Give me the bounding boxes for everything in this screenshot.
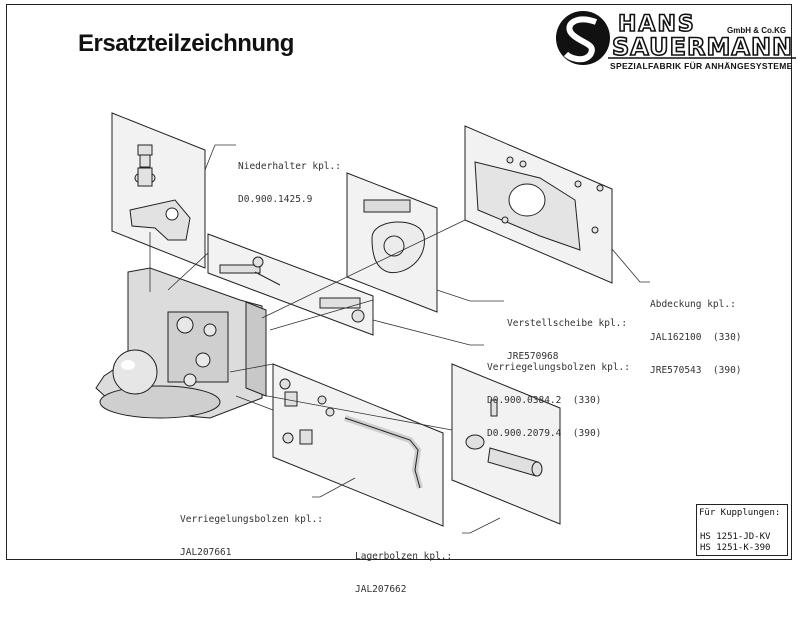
- brand-logo-mark: [556, 11, 796, 65]
- drawing-sheet: Ersatzteilzeichnung HANS GmbH & Co.KG SA…: [6, 4, 796, 595]
- label-verriegelungsbolzen-1-name: Verriegelungsbolzen kpl.:: [487, 362, 630, 373]
- coupling-model-1: HS 1251-JD-KV: [700, 532, 771, 542]
- panel-niederhalter: [111, 112, 206, 269]
- label-lagerbolzen-name: Lagerbolzen kpl.:: [355, 551, 453, 562]
- label-niederhalter-name: Niederhalter kpl.:: [238, 161, 341, 172]
- label-verriegelungsbolzen-1-code-390: D0.900.2079.4 (390): [487, 428, 602, 439]
- part-verstellscheibe: [363, 199, 425, 274]
- label-abdeckung-code-330: JAL162100 (330): [650, 332, 742, 343]
- label-verstellscheibe-code: JRE570968: [507, 351, 559, 362]
- part-niederhalter: [129, 144, 191, 241]
- sheet-border: [6, 4, 792, 560]
- logo-name-line2: SAUERMANN: [611, 32, 794, 62]
- leader-lines: [149, 144, 650, 534]
- label-verriegelungsbolzen-1: Verriegelungsbolzen kpl.: D0.900.0384.2 …: [487, 340, 630, 461]
- label-verriegelungsbolzen-2-code: JAL207661: [180, 547, 232, 558]
- label-niederhalter-code: D0.900.1425.9: [238, 194, 313, 205]
- label-abdeckung: Abdeckung kpl.: JAL162100 (330) JRE57054…: [650, 277, 742, 398]
- exploded-assembly-drawing: [95, 112, 650, 534]
- logo-s-emblem: [556, 11, 796, 65]
- label-verriegelungsbolzen-2-name: Verriegelungsbolzen kpl.:: [180, 514, 323, 525]
- tow-ball: [112, 349, 158, 395]
- label-verriegelungsbolzen-1-code-330: D0.900.0384.2 (330): [487, 395, 602, 406]
- part-lagerbolzen: [465, 399, 543, 477]
- panel-verriegelungsbolzen-1: [207, 233, 374, 336]
- part-verriegelungsbolzen-2: [279, 378, 423, 489]
- panel-lagerbolzen: [451, 363, 561, 525]
- page-title: Ersatzteilzeichnung: [78, 30, 294, 57]
- label-verriegelungsbolzen-2: Verriegelungsbolzen kpl.: JAL207661: [180, 492, 323, 580]
- coupling-model-2: HS 1251-K-390: [700, 543, 771, 553]
- coupling-heading: Für Kupplungen:: [699, 508, 781, 518]
- part-verriegelungsbolzen-1: [219, 256, 365, 323]
- part-abdeckung: [474, 156, 604, 251]
- label-lagerbolzen: Lagerbolzen kpl.: JAL207662: [355, 529, 452, 617]
- label-abdeckung-code-390: JRE570543 (390): [650, 365, 742, 376]
- label-abdeckung-name: Abdeckung kpl.:: [650, 299, 736, 310]
- label-lagerbolzen-code: JAL207662: [355, 584, 407, 595]
- label-verstellscheibe: Verstellscheibe kpl.: JRE570968: [507, 296, 627, 384]
- logo-tagline: SPEZIALFABRIK FÜR ANHÄNGESYSTEME: [610, 61, 793, 71]
- logo-name-line1: HANS: [617, 11, 696, 38]
- label-niederhalter: Niederhalter kpl.: D0.900.1425.9: [238, 139, 341, 227]
- logo-company-suffix: GmbH & Co.KG: [727, 26, 787, 35]
- coupling-info-box: [696, 504, 788, 556]
- coupling-body: [95, 267, 267, 419]
- label-verstellscheibe-name: Verstellscheibe kpl.:: [507, 318, 628, 329]
